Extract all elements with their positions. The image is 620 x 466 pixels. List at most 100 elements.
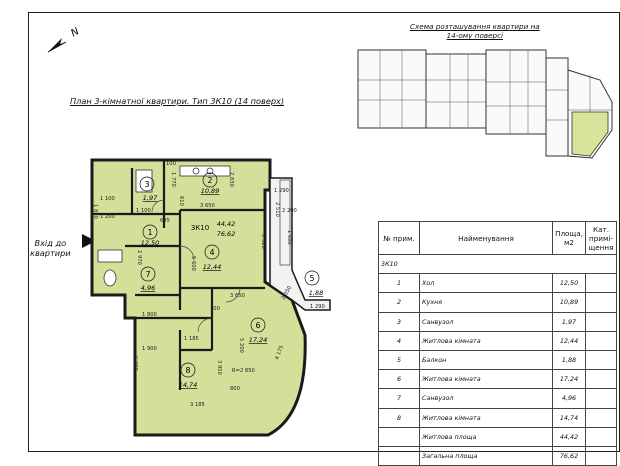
dim-17: 2 970 bbox=[136, 250, 142, 265]
room-5-area: 1,88 bbox=[309, 289, 323, 297]
dim-18: 1 800 bbox=[142, 312, 157, 318]
dim-1: 2 830 bbox=[228, 172, 234, 187]
apartment-total-area: 76,62 bbox=[217, 230, 236, 238]
row-cat bbox=[585, 311, 617, 332]
dim-8: 610 bbox=[178, 196, 184, 206]
row-cat bbox=[585, 369, 617, 390]
row-area: 14,74 bbox=[552, 407, 586, 428]
row-name: Санвузол bbox=[419, 388, 553, 409]
row-area: 1,97 bbox=[552, 311, 586, 332]
header-name: Найменування bbox=[419, 221, 553, 255]
row-name: Балкон bbox=[419, 349, 553, 371]
header-no: № прим. bbox=[378, 221, 420, 255]
dim-3: 1 770 bbox=[170, 172, 176, 187]
row-no: 1 bbox=[378, 273, 420, 294]
room-2-number: 2 bbox=[207, 176, 212, 185]
row-no: 2 bbox=[378, 292, 420, 313]
scheme-highlight bbox=[571, 111, 609, 157]
row-name: Санвузол bbox=[419, 311, 553, 332]
room-3-number: 3 bbox=[144, 180, 149, 189]
scheme-block-left bbox=[357, 49, 427, 129]
room-4-number: 4 bbox=[209, 248, 214, 257]
room-7-area: 4,96 bbox=[141, 284, 155, 292]
row-cat bbox=[585, 273, 617, 294]
balcony-area bbox=[269, 177, 331, 311]
room-8-number: 8 bbox=[185, 366, 190, 375]
dim-22: 5 200 bbox=[238, 338, 244, 353]
total-value: 76,62 bbox=[552, 445, 586, 466]
floor-plan: 1 12,50 2 10,89 3 1,97 4 12,44 5 1,88 6 … bbox=[90, 158, 331, 437]
row-name: Житлова кімната bbox=[419, 369, 553, 390]
row-no: 6 bbox=[378, 369, 420, 390]
scheme-block-mid bbox=[485, 49, 547, 135]
dim-25: 4 175 bbox=[274, 345, 285, 361]
dim-2: 3 650 bbox=[200, 203, 215, 209]
north-label: N bbox=[69, 26, 81, 39]
dim-15: 2 200 bbox=[282, 208, 297, 214]
dim-5: 1 200 bbox=[100, 214, 115, 220]
dim-16: 1 600 bbox=[286, 230, 292, 245]
living-label: Житлова площа bbox=[419, 426, 553, 447]
dim-12: 3 650 bbox=[230, 293, 245, 299]
dim-23: 3 950 bbox=[216, 360, 222, 375]
entrance-arrow-icon bbox=[82, 234, 96, 248]
spec-table: № прим. Найменування Площа, м2 Кат. прим… bbox=[378, 221, 617, 466]
dim-0: 100 bbox=[166, 161, 176, 167]
dim-19: 1 900 bbox=[142, 346, 157, 352]
dim-11: 5 600 bbox=[190, 256, 196, 271]
room-1-number: 1 bbox=[147, 228, 152, 237]
room-1-area: 12,50 bbox=[141, 239, 160, 247]
row-cat bbox=[585, 407, 617, 428]
room-3-area: 1,97 bbox=[143, 194, 158, 202]
row-no: 5 bbox=[378, 349, 420, 371]
scheme-title-line2: 14-ому поверсі bbox=[446, 31, 504, 40]
table-group: 3К10 bbox=[378, 253, 617, 275]
header-cat: Кат. примі-щення bbox=[585, 221, 617, 255]
row-area: 1,88 bbox=[552, 349, 586, 371]
apartment-living-area: 44,42 bbox=[217, 220, 236, 228]
scheme-title-line1: Схема розташування квартири на bbox=[410, 22, 540, 31]
room-6-number: 6 bbox=[255, 321, 260, 330]
row-area: 4,96 bbox=[552, 388, 586, 409]
row-name: Кухня bbox=[419, 292, 553, 313]
room-4-area: 12,44 bbox=[203, 263, 222, 271]
apartment-code: 3К10 bbox=[191, 224, 209, 232]
entrance-line1: Вхід до bbox=[34, 238, 67, 248]
dim-14: 2 510 bbox=[274, 202, 280, 217]
row-area: 12,44 bbox=[552, 330, 586, 351]
table-group-row: 3К10 bbox=[378, 253, 617, 275]
dim-9: 1 100 bbox=[136, 208, 151, 214]
header-area: Площа, м2 bbox=[552, 221, 586, 255]
row-no: 4 bbox=[378, 330, 420, 351]
balcony-railing bbox=[279, 179, 291, 266]
row-no: 3 bbox=[378, 311, 420, 332]
floor-scheme bbox=[357, 49, 613, 159]
scheme-title: Схема розташування квартири на 14-ому по… bbox=[410, 22, 540, 40]
living-value: 44,42 bbox=[552, 426, 586, 447]
dim-20: 1 185 bbox=[184, 336, 199, 342]
row-cat bbox=[585, 349, 617, 371]
room-2-area: 10,89 bbox=[201, 187, 220, 195]
dim-10: 3 520 bbox=[260, 234, 266, 249]
room-8-area: 14,74 bbox=[179, 381, 198, 389]
dim-26: 3 185 bbox=[190, 402, 205, 408]
row-name: Житлова кімната bbox=[419, 330, 553, 351]
dim-30: 100 bbox=[210, 306, 220, 312]
dim-13: 1 290 bbox=[274, 188, 289, 194]
dim-4: 1 850 bbox=[92, 204, 98, 219]
dim-21: 5 090 bbox=[132, 356, 138, 371]
dim-24: R=2 850 bbox=[232, 368, 255, 374]
plan-title: План 3-кімнатної квартири. Тип 3К10 (14 … bbox=[70, 96, 285, 106]
north-arrow-icon: N bbox=[47, 26, 82, 53]
row-area: 12,50 bbox=[552, 273, 586, 294]
